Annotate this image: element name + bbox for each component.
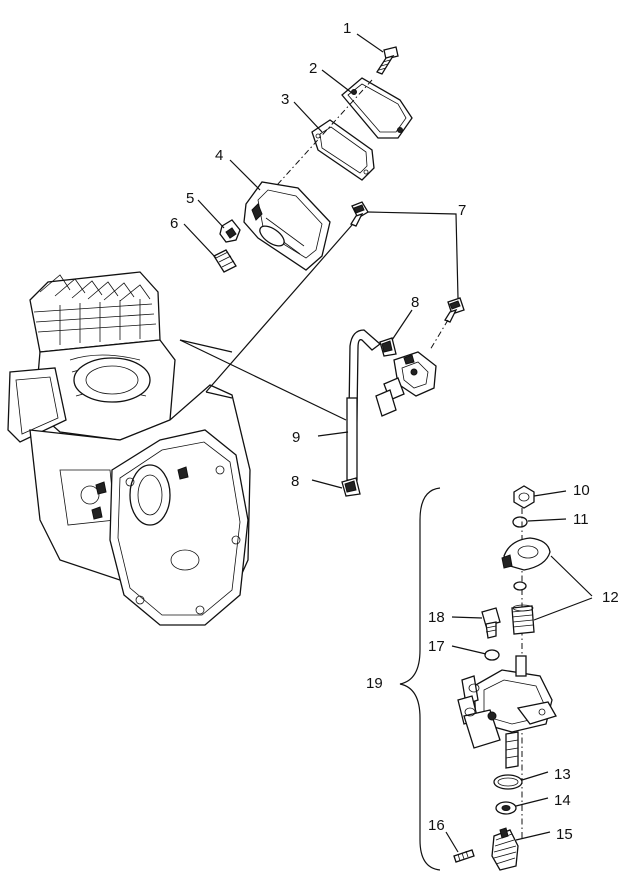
part-16-pin [453, 849, 475, 863]
part-14-washer [495, 801, 517, 815]
flywheel-cover [109, 429, 249, 626]
callout-8-upper: 8 [411, 294, 419, 311]
callout-16: 16 [428, 817, 445, 834]
part-7-fitting-upper [350, 201, 369, 227]
cylinder-head-fins [29, 271, 161, 353]
engine-block [7, 271, 251, 626]
oil-pump-installed [375, 351, 437, 417]
callout-6: 6 [170, 215, 178, 232]
callout-9: 9 [292, 429, 300, 446]
part-2-cover-plate [341, 77, 413, 139]
callout-2: 2 [309, 60, 317, 77]
group-bracket [399, 487, 441, 871]
callout-5: 5 [186, 190, 194, 207]
assembly-axis-upper [267, 79, 373, 196]
leader-12 [533, 555, 593, 621]
callout-7: 7 [458, 202, 466, 219]
callout-10: 10 [573, 482, 590, 499]
callout-labels: 1 2 3 4 5 6 7 8 9 8 10 11 12 18 17 19 13… [170, 20, 619, 843]
callout-4: 4 [215, 147, 223, 164]
part-8-clamp-upper [379, 337, 397, 357]
callout-17: 17 [428, 638, 445, 655]
part-11-washer [512, 516, 528, 528]
part-1-bolt [376, 46, 399, 75]
part-7-fitting-lower [444, 297, 465, 323]
part-10-nut [513, 485, 535, 509]
part-12-lever [501, 537, 551, 571]
part-15-gear [491, 827, 519, 871]
callout-15: 15 [556, 826, 573, 843]
part-8-clamp-lower [341, 477, 361, 497]
callout-11: 11 [573, 511, 589, 528]
part-6-spring [213, 249, 237, 273]
part-17-washer [484, 649, 500, 661]
part-18-bolt [481, 607, 501, 639]
leader-7 [367, 211, 459, 299]
part-3-gasket [311, 119, 375, 181]
callout-12: 12 [602, 589, 619, 606]
part-5-fitting [219, 219, 241, 243]
callout-19: 19 [366, 675, 383, 692]
callout-3: 3 [281, 91, 289, 108]
callout-14: 14 [554, 792, 571, 809]
callout-13: 13 [554, 766, 571, 783]
part-12-spring [511, 604, 535, 635]
part-4-housing [243, 181, 331, 271]
oil-pump-body [457, 655, 557, 769]
callout-8-lower: 8 [291, 473, 299, 490]
part-9-hose [346, 329, 382, 481]
part-13-o-ring [493, 774, 523, 790]
callout-1: 1 [343, 20, 351, 37]
callout-18: 18 [428, 609, 445, 626]
